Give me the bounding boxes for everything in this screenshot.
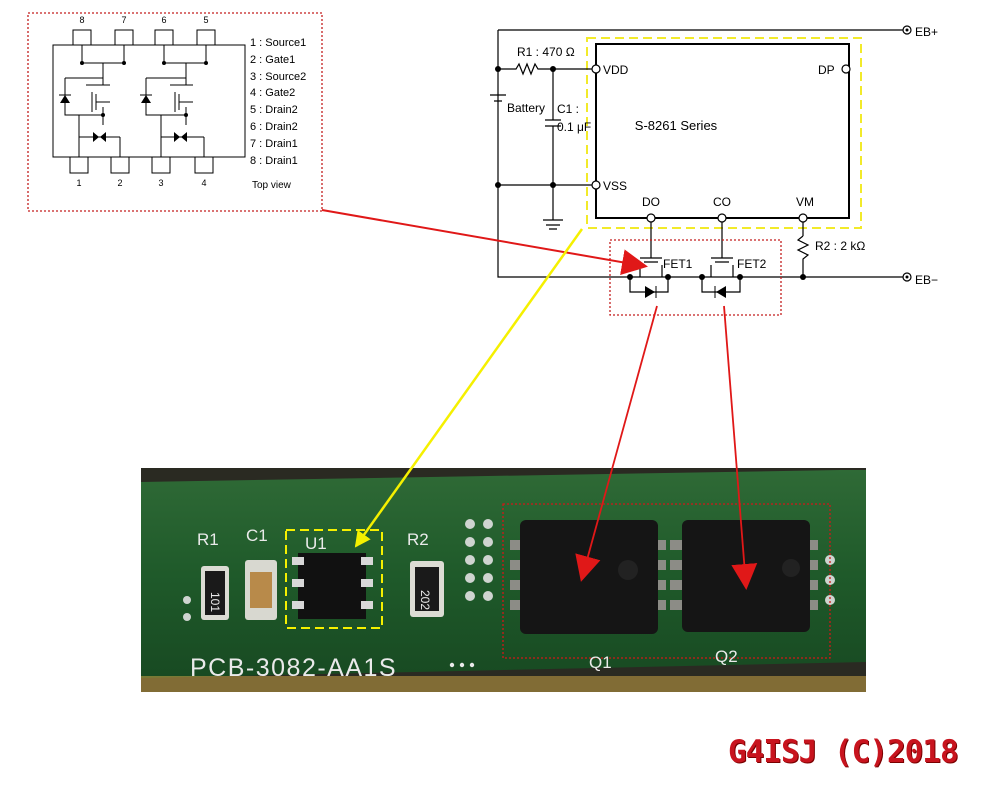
pcb-q1-label: Q1 [589,653,612,672]
pin-function-3: 3 : Source2 [250,70,307,83]
fet1-label: FET1 [663,257,693,271]
fet2-label: FET2 [737,257,767,271]
pin-co-label: CO [713,195,731,209]
pin-function-6: 6 : Drain2 [250,120,298,133]
pcb-r1-code: 101 [208,592,222,612]
c1-label: C1 : [557,102,579,116]
pcb-r1-label: R1 [197,530,219,549]
pin-do-label: DO [642,195,660,209]
pin-function-8: 8 : Drain1 [250,154,298,167]
pin-number-8: 8 [79,15,84,25]
pin-vm-label: VM [796,195,814,209]
pin-vss-label: VSS [603,179,627,193]
pin-function-5: 5 : Drain2 [250,104,298,117]
pin-function-2: 2 : Gate1 [250,53,296,66]
c1-value-label: 0.1 μF [557,120,591,134]
pin-function-list: 1 : Source1 2 : Gate1 3 : Source2 4 : Ga… [250,35,306,169]
pcb-r2-code: 202 [418,590,432,610]
pin-number-1: 1 [76,178,81,188]
q1-chip [520,520,658,634]
pcb-r2-label: R2 [407,530,429,549]
fet2-to-q2-arrow [723,305,758,590]
battery-label: Battery [507,101,545,115]
pin-number-7: 7 [121,15,126,25]
pin-function-7: 7 : Drain1 [250,137,298,150]
schematic: S-8261 Series VDD VSS DP DO CO VM R1 : 4… [490,25,938,316]
pcb-q2-label: Q2 [715,647,738,666]
pin-function-1: 1 : Source1 [250,37,307,49]
pin-vdd-label: VDD [603,63,629,77]
credit-text: G4ISJ (C)2018 [728,734,959,770]
ic-to-u1-arrow [354,228,584,548]
pcb-photo: R1 C1 U1 R2 PCB-3082-AA1S Q1 Q2 101 202 [141,468,866,692]
pcb-u1-label: U1 [305,534,327,553]
fet1-to-q1-arrow [575,305,658,582]
pin-number-2: 2 [117,178,122,188]
pin-number-3: 3 [158,178,163,188]
pin-dp-label: DP [818,63,835,77]
pinout-diagram: 8 7 6 5 1 2 3 4 [27,12,323,212]
r2-label: R2 : 2 kΩ [815,239,865,253]
pcb-c1-label: C1 [246,526,268,545]
pin-number-6: 6 [161,15,166,25]
top-view-label: Top view [252,180,291,191]
pin-number-4: 4 [201,178,206,188]
pcb-board-id: PCB-3082-AA1S [190,654,397,682]
eb-plus-label: EB+ [915,25,938,39]
eb-minus-label: EB− [915,273,938,287]
pin-number-5: 5 [203,15,208,25]
pin-function-4: 4 : Gate2 [250,87,296,100]
ic-name-label: S-8261 Series [635,118,718,133]
r1-label: R1 : 470 Ω [517,45,575,59]
pinout-to-fet1-arrow [321,209,648,276]
